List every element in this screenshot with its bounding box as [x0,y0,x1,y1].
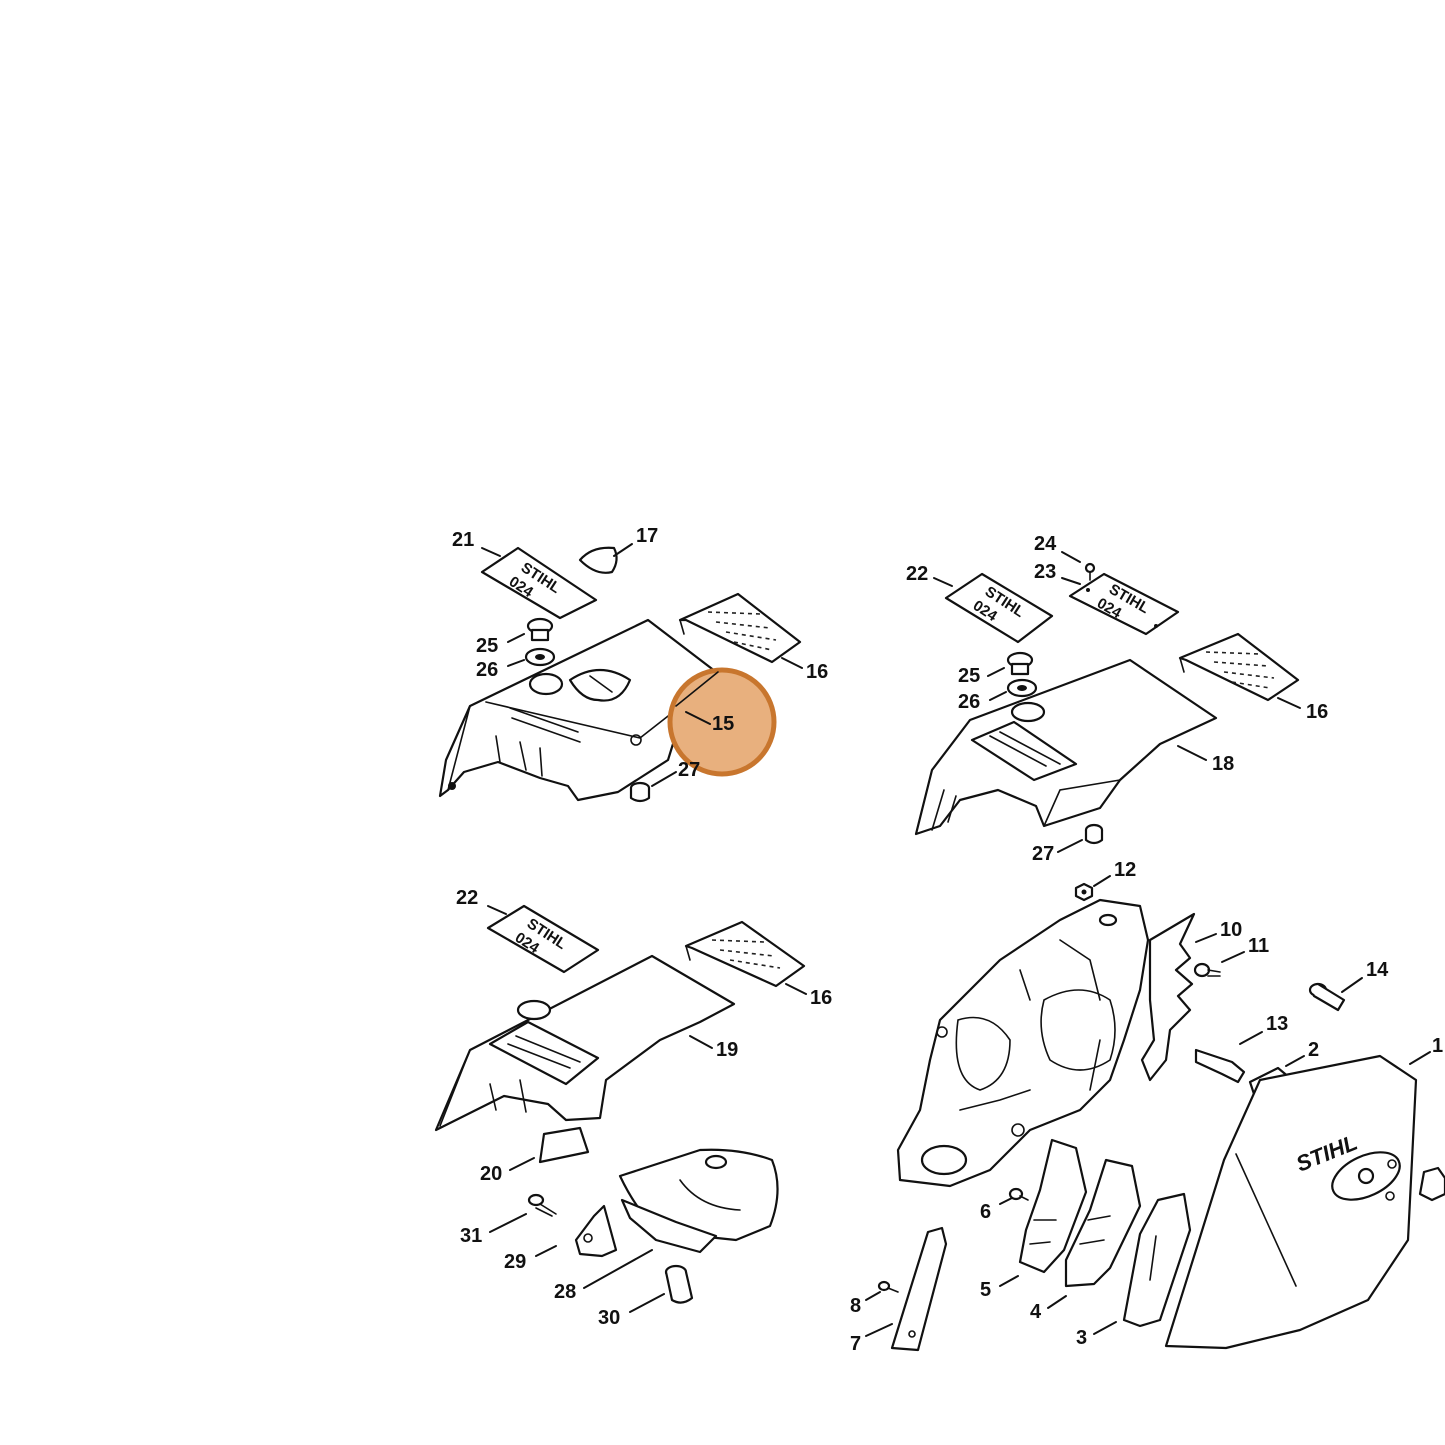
callout-22: 22 [906,563,928,585]
highlight-marker[interactable]: 15 [667,667,777,777]
guide-plate-3 [1122,1192,1192,1328]
knob-17 [578,546,618,574]
callout-8: 8 [850,1295,861,1317]
leader-lines [481,543,1431,1337]
crankcase-assembly: STIHL [877,882,1445,1352]
callout-15[interactable]: 15 [712,713,734,735]
chain-catcher-10 [1140,912,1196,1082]
screw-25a [526,617,554,642]
nut-12 [1074,882,1094,902]
plate-28 [620,1198,718,1254]
callout-4: 4 [1030,1301,1042,1323]
filter-plate-16b [1178,632,1300,702]
callout-3: 3 [1076,1327,1087,1349]
buffer-27b [1084,823,1104,845]
bracket-29 [574,1204,618,1258]
part-4 [1064,1158,1142,1288]
callout-29: 29 [504,1251,526,1273]
shroud-assembly-c: STIHL 024 [434,904,806,1304]
shroud-15 [438,618,726,802]
washer-26a [524,647,556,667]
decal-22c: STIHL 024 [486,904,600,974]
sleeve-30 [664,1264,694,1304]
callout-22: 22 [456,887,478,909]
filter-plate-16a [678,592,802,664]
callout-27: 27 [1032,843,1054,865]
stud-13 [1194,1048,1246,1084]
callout-1: 1 [1432,1035,1443,1057]
buffer-27a [629,781,651,803]
callout-25: 25 [476,635,498,657]
shroud-18 [914,658,1218,836]
callout-13: 13 [1266,1013,1288,1035]
callout-6: 6 [980,1201,991,1223]
callout-17: 17 [636,525,658,547]
highlight-circle[interactable] [667,667,777,777]
part-5 [1018,1138,1088,1274]
screw-25b [1006,651,1034,676]
callout-16: 16 [810,987,832,1009]
washer-26b [1006,678,1038,698]
screw-11 [1193,962,1221,978]
callout-26: 26 [476,659,498,681]
callout-20: 20 [480,1163,502,1185]
callout-31: 31 [460,1225,482,1247]
callout-24: 24 [1034,533,1057,555]
crankcase [896,898,1150,1188]
callout-30: 30 [598,1307,620,1329]
decal-21: STIHL 024 [480,546,598,620]
callout-28: 28 [554,1281,576,1303]
callout-11: 11 [1248,935,1269,957]
callout-14: 14 [1366,959,1389,981]
shroud-assembly-b: STIHL 024 STIHL 024 [914,562,1300,845]
callout-18: 18 [1212,753,1234,775]
screw-24 [1084,562,1096,581]
callout-16: 16 [1306,701,1328,723]
callout-21: 21 [452,529,474,551]
callout-26: 26 [958,691,980,713]
screw-31 [527,1193,557,1217]
shroud-assembly-a: STIHL 024 [438,546,802,803]
callout-12: 12 [1114,859,1136,881]
sprocket-cover-1: STIHL [1164,1054,1445,1350]
screw-14 [1308,982,1346,1012]
callout-5: 5 [980,1279,991,1301]
callout-10: 10 [1220,919,1242,941]
filter-plate-16c [684,920,806,988]
callout-2: 2 [1308,1039,1319,1061]
bar-7 [890,1226,948,1352]
decal-23: STIHL 024 [1068,572,1180,636]
callout-7: 7 [850,1333,861,1355]
decal-22b: STIHL 024 [944,572,1054,644]
callout-23: 23 [1034,561,1056,583]
callout-27: 27 [678,759,700,781]
screw-6 [1008,1187,1029,1201]
callout-25: 25 [958,665,980,687]
callout-19: 19 [716,1039,738,1061]
callout-16: 16 [806,661,828,683]
callout-labels: 21 17 25 26 16 27 22 24 23 25 26 16 18 2… [452,525,1443,1355]
part-20 [538,1126,590,1164]
shroud-19 [434,954,736,1132]
screw-8 [877,1280,899,1293]
